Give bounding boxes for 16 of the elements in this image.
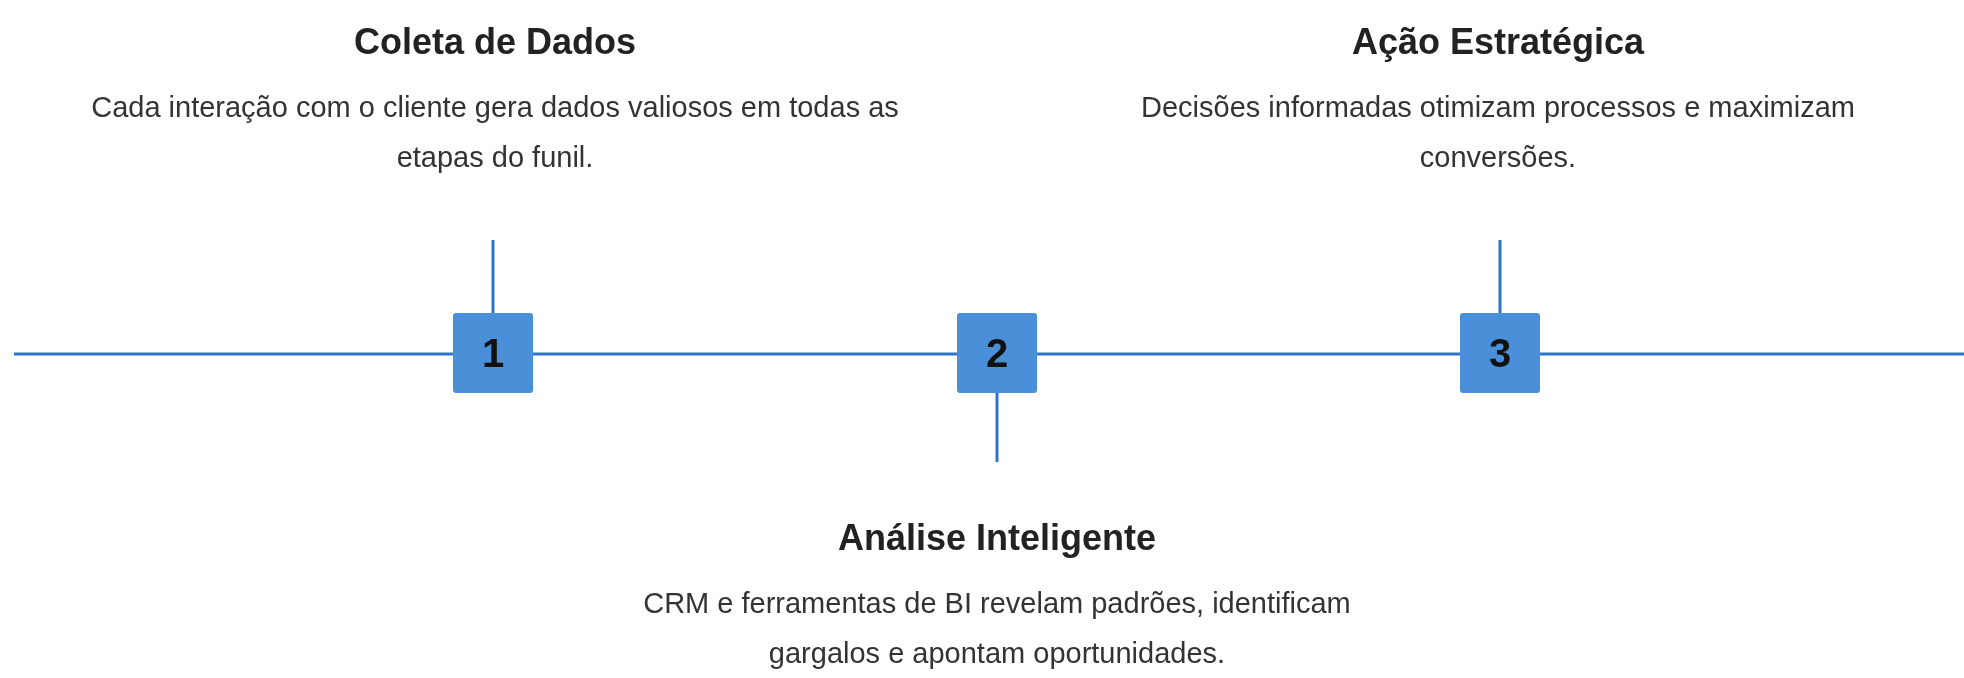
step-description: CRM e ferramentas de BI revelam padrões, identificam gargalos e apontam oportunidades.	[642, 586, 1352, 671]
timeline-line	[1037, 352, 1460, 356]
step-heading: Coleta de Dados	[352, 20, 638, 64]
leader-line	[995, 393, 999, 462]
step-number: 1	[453, 313, 533, 393]
timeline-line	[14, 352, 453, 356]
step-heading: Ação Estratégica	[1350, 20, 1646, 64]
step-heading: Análise Inteligente	[836, 516, 1158, 560]
leader-line	[491, 240, 495, 313]
timeline-line	[533, 352, 957, 356]
timeline-line	[1540, 352, 1964, 356]
leader-line	[1498, 240, 1502, 313]
step-description: Cada interação com o cliente gera dados valiosos em todas as etapas do funil.	[90, 90, 900, 175]
step-number: 3	[1460, 313, 1540, 393]
step-description: Decisões informadas otimizam processos e maximizam conversões.	[1140, 90, 1856, 175]
step-number: 2	[957, 313, 1037, 393]
